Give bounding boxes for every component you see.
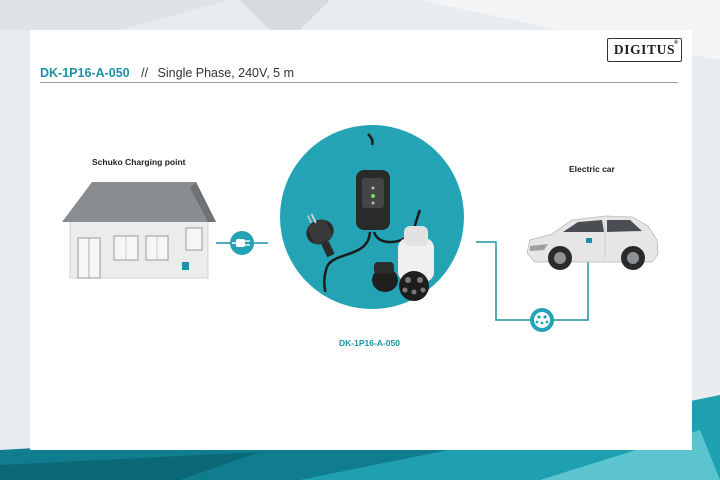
schuko-plug-icon (230, 231, 254, 255)
brand-logo: DIGITUS ® (607, 38, 682, 62)
product-code: DK-1P16-A-050 (40, 66, 130, 80)
source-label: Schuko Charging point (92, 157, 186, 167)
car-illustration (526, 215, 659, 270)
registered-mark: ® (673, 40, 679, 46)
type2-socket-icon (530, 308, 554, 332)
title-separator: // (141, 66, 149, 80)
house-illustration (62, 182, 216, 279)
header-divider (40, 82, 678, 83)
product-description: Single Phase, 240V, 5 m (157, 66, 294, 80)
car-connector-line (476, 241, 589, 321)
brand-name: DIGITUS (613, 42, 676, 57)
page-title: DK-1P16-A-050 // Single Phase, 240V, 5 m (40, 66, 294, 80)
destination-label: Electric car (569, 164, 615, 174)
product-label: DK-1P16-A-050 (339, 338, 400, 348)
product-image (280, 125, 464, 309)
